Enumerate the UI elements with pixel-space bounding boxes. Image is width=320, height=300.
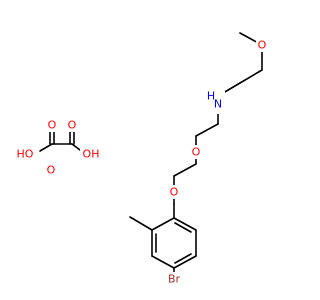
bond-methyl-substituent (129, 216, 153, 231)
oxalic-acid-bonds (39, 129, 81, 152)
label-masks (14, 38, 268, 286)
oxalic-c1-ho (39, 143, 53, 152)
atom-br: Br (168, 273, 181, 286)
ring-bond-6 (173, 217, 197, 231)
ring-bond-3 (151, 255, 175, 269)
atom-oh-right: OH (83, 148, 100, 161)
atom-h-amine: H (207, 90, 215, 103)
atom-o-ether-lower: O (170, 186, 179, 199)
atom-o-acid-bottom: O (47, 164, 56, 177)
bond-c2-c3 (239, 69, 263, 84)
ring-double-2 (174, 253, 192, 264)
atom-o-acid-top1: O (48, 119, 57, 132)
structure-diagram: O H N O O Br O O O HO OH (14, 32, 268, 286)
ring-double-3 (174, 222, 192, 233)
molecule-canvas: O H N O O Br O O O HO OH (14, 32, 268, 286)
ring-bond-1 (151, 217, 175, 231)
amine-chain-bonds (173, 32, 263, 219)
atom-ho-left: HO (17, 148, 34, 161)
ring-bond-4 (173, 255, 197, 269)
bond-o-c8 (173, 163, 197, 177)
atom-n-amine: N (214, 98, 222, 111)
atom-o-ether-upper: O (192, 146, 201, 159)
atom-labels: O H N O O Br O O O HO OH (17, 39, 267, 286)
benzene-ring (129, 216, 197, 281)
atom-o-acid-top2: O (68, 119, 77, 132)
oxalic-c2-oh (71, 143, 81, 151)
bond-c5-c6 (195, 123, 219, 137)
atom-o-methoxy: O (258, 39, 267, 52)
